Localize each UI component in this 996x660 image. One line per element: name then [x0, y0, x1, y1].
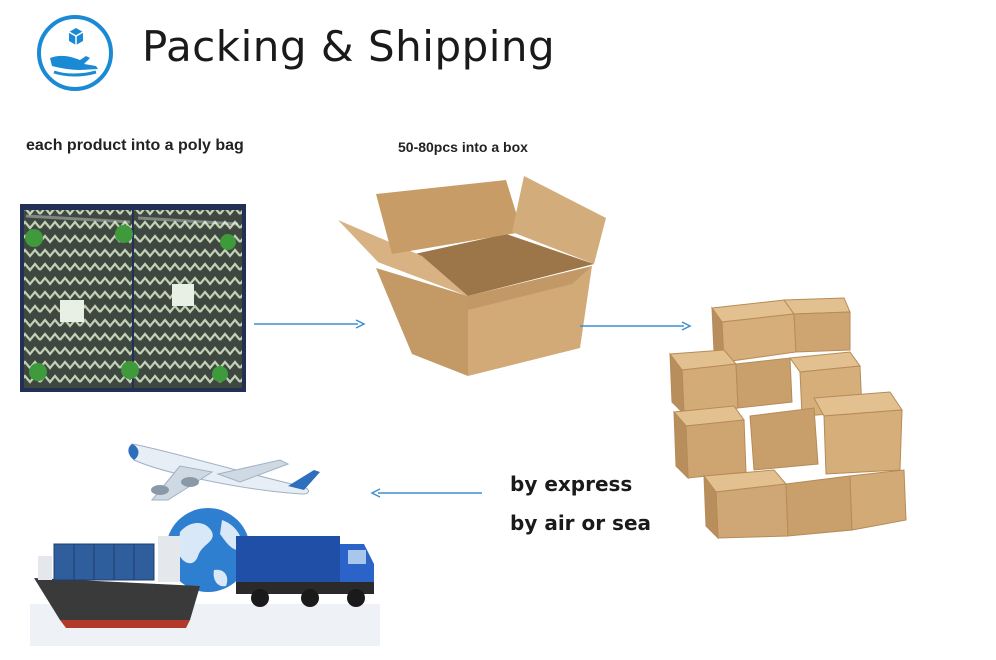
- page-title: Packing & Shipping: [142, 22, 556, 71]
- step-label-box: 50-80pcs into a box: [398, 139, 528, 155]
- cargo-ship-icon: [34, 536, 200, 628]
- globe-icon: [166, 508, 250, 592]
- shipping-label-air-sea: by air or sea: [510, 511, 652, 535]
- airplane-icon: [128, 443, 320, 501]
- stacked-cartons-photo: [669, 297, 907, 540]
- shipping-label-express: by express: [510, 472, 633, 496]
- open-carton-photo: [338, 176, 606, 376]
- poly-bag-photo: [20, 204, 246, 392]
- hand-plane-package-icon: [37, 15, 113, 91]
- truck-icon: [236, 536, 374, 607]
- arrow-right-icon: [580, 321, 692, 331]
- arrow-right-icon: [254, 319, 366, 329]
- step-label-poly-bag: each product into a poly bag: [26, 137, 244, 154]
- plane-ship-truck-globe-photo: [30, 443, 380, 646]
- arrow-left-icon: [370, 488, 482, 498]
